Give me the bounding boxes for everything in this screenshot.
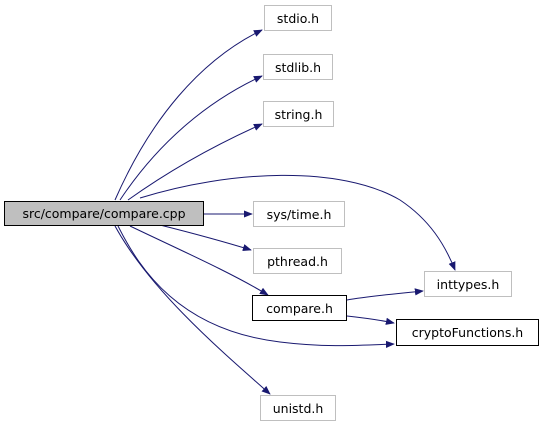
node-string-h[interactable]: string.h	[263, 101, 334, 127]
edge-compare-h-to-crypto	[346, 315, 395, 325]
node-compare-h[interactable]: compare.h	[252, 295, 347, 321]
edge-compare-cpp-to-string	[127, 123, 263, 201]
edge-compare-cpp-to-pthread	[159, 224, 252, 252]
edge-compare-cpp-to-compare-h	[129, 225, 269, 296]
node-inttypes-h[interactable]: inttypes.h	[424, 271, 512, 297]
edge-compare-cpp-to-inttypes	[139, 174, 456, 271]
node-stdio-h[interactable]: stdio.h	[264, 5, 332, 31]
edge-compare-h-to-inttypes	[346, 288, 424, 301]
edge-compare-cpp-to-crypto	[117, 225, 395, 348]
node-pthread-h[interactable]: pthread.h	[253, 248, 342, 274]
node-sys-time-h[interactable]: sys/time.h	[253, 201, 345, 227]
node-unistd-h[interactable]: unistd.h	[260, 395, 336, 421]
node-compare-cpp[interactable]: src/compare/compare.cpp	[4, 201, 204, 226]
edge-compare-cpp-to-stdio	[114, 29, 263, 201]
node-cryptofunctions-h[interactable]: cryptoFunctions.h	[396, 319, 539, 346]
edge-compare-cpp-to-stdlib	[119, 75, 263, 201]
edge-compare-cpp-to-unistd	[114, 225, 271, 395]
node-stdlib-h[interactable]: stdlib.h	[263, 54, 333, 80]
